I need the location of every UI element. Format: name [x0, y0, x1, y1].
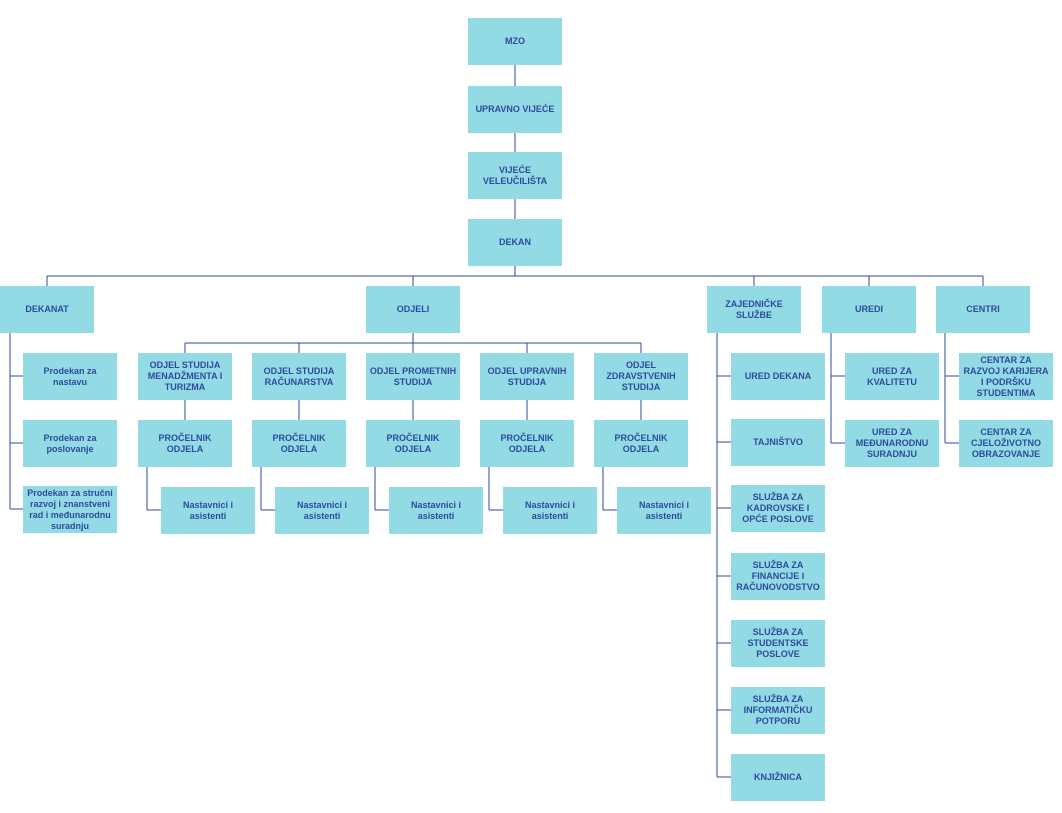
- node-procelnik-prometni[interactable]: PROČELNIK ODJELA: [366, 420, 460, 467]
- node-label: PROČELNIK ODJELA: [386, 432, 440, 454]
- node-zajednicke-sluzbe[interactable]: ZAJEDNIČKE SLUŽBE: [707, 286, 801, 333]
- node-sluzba-studentske[interactable]: SLUŽBA ZA STUDENTSKE POSLOVE: [731, 620, 825, 667]
- node-label: UREDI: [854, 304, 883, 314]
- node-sluzba-kadrovske[interactable]: SLUŽBA ZA KADROVSKE I OPĆE POSLOVE: [731, 485, 825, 532]
- node-label: CENTAR ZA CJELOŽIVOTNO OBRAZOVANJE: [970, 427, 1041, 459]
- node-centri[interactable]: CENTRI: [936, 286, 1030, 333]
- node-tajnistvo[interactable]: TAJNIŠTVO: [731, 419, 825, 466]
- node-label: CENTAR ZA RAZVOJ KARIJERA I PODRŠKU STUD…: [963, 354, 1049, 398]
- node-label: Prodekan za stručni razvoj i znanstveni …: [27, 487, 113, 531]
- node-odjel-upravni[interactable]: ODJEL UPRAVNIH STUDIJA: [480, 353, 574, 400]
- node-label: PROČELNIK ODJELA: [272, 432, 326, 454]
- node-ured-dekana[interactable]: URED DEKANA: [731, 353, 825, 400]
- node-label: MZO: [505, 36, 525, 46]
- node-prodekan-nastava[interactable]: Prodekan za nastavu: [23, 353, 117, 400]
- node-odjel-zdravstveni[interactable]: ODJEL ZDRAVSTVENIH STUDIJA: [594, 353, 688, 400]
- node-mzo[interactable]: MZO: [468, 18, 562, 65]
- node-label: SLUŽBA ZA INFORMATIČKU POTPORU: [743, 694, 813, 726]
- node-label: URED ZA KVALITETU: [867, 365, 917, 387]
- node-label: URED ZA MEĐUNARODNU SURADNJU: [855, 427, 929, 459]
- node-odjel-menadzment[interactable]: ODJEL STUDIJA MENADŽMENTA I TURIZMA: [138, 353, 232, 400]
- node-label: SLUŽBA ZA FINANCIJE I RAČUNOVODSTVO: [736, 560, 820, 592]
- node-vijece-veleucilista[interactable]: VIJEĆE VELEUČILIŠTA: [468, 152, 562, 199]
- node-label: SLUŽBA ZA STUDENTSKE POSLOVE: [747, 627, 809, 659]
- node-ured-kvaliteta[interactable]: URED ZA KVALITETU: [845, 353, 939, 400]
- node-label: TAJNIŠTVO: [753, 437, 803, 447]
- node-nastavnici-menadzment[interactable]: Nastavnici i asistenti: [161, 487, 255, 534]
- node-nastavnici-prometni[interactable]: Nastavnici i asistenti: [389, 487, 483, 534]
- node-procelnik-menadzment[interactable]: PROČELNIK ODJELA: [138, 420, 232, 467]
- node-odjel-racunarstvo[interactable]: ODJEL STUDIJA RAČUNARSTVA: [252, 353, 346, 400]
- node-label: Nastavnici i asistenti: [182, 499, 234, 521]
- node-label: Prodekan za nastavu: [43, 365, 97, 387]
- node-sluzba-informaticka[interactable]: SLUŽBA ZA INFORMATIČKU POTPORU: [731, 687, 825, 734]
- node-label: Nastavnici i asistenti: [296, 499, 348, 521]
- node-procelnik-racunarstvo[interactable]: PROČELNIK ODJELA: [252, 420, 346, 467]
- node-procelnik-zdravstveni[interactable]: PROČELNIK ODJELA: [594, 420, 688, 467]
- node-label: ODJEL UPRAVNIH STUDIJA: [487, 365, 567, 387]
- node-label: Prodekan za poslovanje: [43, 432, 97, 454]
- node-label: UPRAVNO VIJEĆE: [475, 104, 555, 114]
- node-label: ODJELI: [396, 304, 430, 314]
- node-label: ODJEL STUDIJA RAČUNARSTVA: [263, 365, 335, 387]
- node-label: VIJEĆE VELEUČILIŠTA: [482, 164, 548, 186]
- node-prodekan-poslovanje[interactable]: Prodekan za poslovanje: [23, 420, 117, 467]
- node-centar-obrazovanje[interactable]: CENTAR ZA CJELOŽIVOTNO OBRAZOVANJE: [959, 420, 1053, 467]
- node-upravno-vijece[interactable]: UPRAVNO VIJEĆE: [468, 86, 562, 133]
- node-dekan[interactable]: DEKAN: [468, 219, 562, 266]
- node-sluzba-financije[interactable]: SLUŽBA ZA FINANCIJE I RAČUNOVODSTVO: [731, 553, 825, 600]
- node-ured-medunarodna[interactable]: URED ZA MEĐUNARODNU SURADNJU: [845, 420, 939, 467]
- node-label: ODJEL STUDIJA MENADŽMENTA I TURIZMA: [147, 360, 223, 392]
- node-prodekan-razvoj[interactable]: Prodekan za stručni razvoj i znanstveni …: [23, 486, 117, 533]
- node-label: Nastavnici i asistenti: [524, 499, 576, 521]
- node-odjel-prometni[interactable]: ODJEL PROMETNIH STUDIJA: [366, 353, 460, 400]
- node-label: KNJIŽNICA: [753, 772, 802, 782]
- node-label: Nastavnici i asistenti: [638, 499, 690, 521]
- node-label: ZAJEDNIČKE SLUŽBE: [725, 298, 783, 320]
- node-dekanat[interactable]: DEKANAT: [0, 286, 94, 333]
- node-label: ODJEL ZDRAVSTVENIH STUDIJA: [606, 360, 676, 392]
- node-uredi[interactable]: UREDI: [822, 286, 916, 333]
- node-label: CENTRI: [966, 304, 1000, 314]
- node-label: PROČELNIK ODJELA: [614, 432, 668, 454]
- node-label: DEKANAT: [25, 304, 69, 314]
- node-label: DEKAN: [498, 237, 531, 247]
- node-nastavnici-upravni[interactable]: Nastavnici i asistenti: [503, 487, 597, 534]
- node-label: SLUŽBA ZA KADROVSKE I OPĆE POSLOVE: [742, 492, 814, 524]
- node-label: PROČELNIK ODJELA: [500, 432, 554, 454]
- node-odjeli[interactable]: ODJELI: [366, 286, 460, 333]
- node-nastavnici-racunarstvo[interactable]: Nastavnici i asistenti: [275, 487, 369, 534]
- node-nastavnici-zdravstveni[interactable]: Nastavnici i asistenti: [617, 487, 711, 534]
- node-procelnik-upravni[interactable]: PROČELNIK ODJELA: [480, 420, 574, 467]
- node-label: Nastavnici i asistenti: [410, 499, 462, 521]
- node-centar-karijera[interactable]: CENTAR ZA RAZVOJ KARIJERA I PODRŠKU STUD…: [959, 353, 1053, 400]
- node-label: PROČELNIK ODJELA: [158, 432, 212, 454]
- node-label: URED DEKANA: [744, 371, 812, 381]
- node-label: ODJEL PROMETNIH STUDIJA: [369, 365, 457, 387]
- node-knjiznica[interactable]: KNJIŽNICA: [731, 754, 825, 801]
